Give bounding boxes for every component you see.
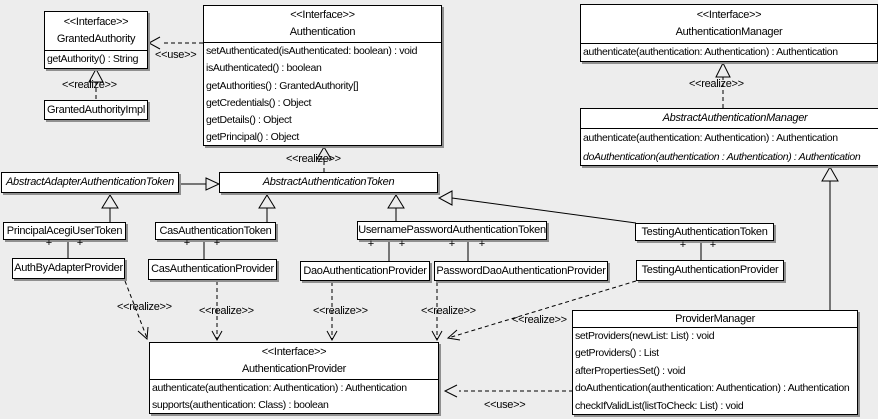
realize-arrow	[88, 67, 104, 83]
stereotype-label: <<Interface>>	[696, 9, 762, 21]
method-row: setAuthenticated(isAuthenticated: boolea…	[206, 45, 418, 57]
class-box-principal-acegi-user-token: PrincipalAcegiUserToken	[3, 222, 126, 240]
realize-line	[447, 280, 637, 339]
association-end-label: +	[448, 238, 456, 250]
class-name: Authentication	[289, 26, 356, 38]
class-box-testing-authentication-provider: TestingAuthenticationProvider	[636, 260, 784, 281]
realize-label: <<realize>>	[421, 305, 476, 317]
use-arrow	[443, 384, 458, 398]
association-end-label: +	[213, 237, 221, 249]
method-row: getDetails() : Object	[206, 114, 292, 127]
method-row: checkIfValidList(listToCheck: List) : vo…	[575, 399, 744, 412]
method-row: doAuthentication(authentication: Authent…	[575, 382, 850, 395]
class-name: CasAuthenticationToken	[159, 224, 272, 237]
method-row: getCredentials() : Object	[206, 96, 312, 109]
class-name: ProviderManager	[675, 313, 755, 325]
stereotype-label: <<Interface>>	[63, 16, 129, 28]
method-row: getProviders() : List	[575, 347, 659, 360]
realize-label: <<realize>>	[313, 305, 368, 317]
realize-label: <<realize>>	[286, 153, 341, 165]
realize-arrow	[316, 146, 332, 160]
association-end-label: +	[367, 238, 375, 250]
method-row: getAuthority() : String	[47, 53, 139, 65]
realize-label: <<realize>>	[199, 305, 254, 317]
method-row: getPrincipal() : Object	[206, 131, 299, 144]
realize-arrow	[137, 326, 149, 341]
class-name: AbstractAdapterAuthenticationToken	[6, 176, 174, 188]
method-row: isAuthenticated() : boolean	[206, 62, 322, 75]
class-box-abstract-authentication-token: AbstractAuthenticationToken	[219, 172, 438, 193]
class-box-granted-authority-impl: GrantedAuthorityImpl	[44, 100, 148, 120]
class-box-cas-authentication-provider: CasAuthenticationProvider	[148, 259, 277, 280]
method-row: authenticate(authentication: Authenticat…	[583, 132, 838, 144]
method-row: getAuthorities() : GrantedAuthority[]	[206, 79, 359, 92]
method-row: doAuthentication(authentication : Authen…	[583, 150, 861, 163]
association-end-label: +	[679, 239, 687, 251]
association-end-label: +	[45, 237, 53, 249]
realize-label: <<realize>>	[62, 79, 117, 91]
method-row: setProviders(newList: List) : void	[575, 330, 715, 342]
class-box-abstract-adapter-authentication-token: AbstractAdapterAuthenticationToken	[1, 172, 179, 193]
class-name: CasAuthenticationProvider	[151, 263, 274, 275]
use-label: <<use>>	[155, 49, 197, 61]
generalization-line	[451, 197, 637, 224]
stereotype-label: <<Interface>>	[290, 9, 355, 21]
realize-arrow	[211, 330, 223, 342]
class-box-testing-authentication-token: TestingAuthenticationToken	[635, 223, 774, 241]
generalization-arrow	[387, 194, 405, 209]
class-name: DaoAuthenticationProvider	[303, 264, 427, 277]
association-end-label: +	[76, 237, 84, 249]
class-name: UsernamePasswordAuthenticationToken	[358, 224, 546, 236]
method-row: afterPropertiesSet() : void	[575, 364, 686, 377]
use-label: <<use>>	[484, 399, 526, 411]
class-box-authentication: <<Interface>> Authentication setAuthenti…	[203, 5, 442, 146]
method-row: supports(authentication: Class) : boolea…	[152, 399, 329, 411]
class-name: GrantedAuthorityImpl	[47, 103, 145, 116]
realize-arrow	[326, 330, 338, 342]
class-box-auth-by-adapter-provider: AuthByAdapterProvider	[12, 258, 125, 279]
class-name: TestingAuthenticationProvider	[641, 264, 779, 276]
generalization-arrow	[101, 194, 119, 209]
realize-label: <<realize>>	[512, 314, 567, 326]
class-name: AbstractAuthenticationManager	[662, 112, 808, 124]
class-box-granted-authority: <<Interface>> GrantedAuthority getAuthor…	[44, 11, 148, 69]
use-arrow	[147, 36, 161, 50]
stereotype-label: <<Interface>>	[261, 346, 327, 358]
class-name: AbstractAuthenticationToken	[262, 176, 395, 188]
class-name: AuthByAdapterProvider	[14, 262, 123, 274]
realize-arrow	[431, 330, 443, 342]
realize-label: <<realize>>	[689, 78, 744, 90]
realize-arrow	[446, 329, 461, 341]
class-name: GrantedAuthority	[56, 33, 136, 45]
association-end-label: +	[398, 238, 406, 250]
generalization-arrow	[258, 194, 276, 209]
realize-label: <<realize>>	[117, 301, 172, 313]
association-end-label: +	[183, 237, 191, 249]
class-box-cas-authentication-token: CasAuthenticationToken	[155, 222, 276, 240]
realize-line	[124, 280, 148, 339]
class-box-username-password-authentication-token: UsernamePasswordAuthenticationToken	[357, 221, 547, 240]
association-end-label: +	[478, 238, 486, 250]
class-name: PasswordDaoAuthenticationProvider	[436, 264, 606, 277]
class-box-authentication-manager: <<Interface>> AuthenticationManager auth…	[580, 4, 878, 62]
class-name: PrincipalAcegiUserToken	[6, 224, 123, 237]
class-box-authentication-provider: <<Interface>> AuthenticationProvider aut…	[149, 342, 439, 414]
generalization-arrow	[437, 190, 453, 206]
class-name: TestingAuthenticationToken	[641, 225, 768, 238]
class-name: AuthenticationProvider	[241, 363, 347, 375]
generalization-arrow	[821, 165, 839, 182]
class-box-dao-authentication-provider: DaoAuthenticationProvider	[300, 261, 430, 281]
class-name: AuthenticationManager	[675, 26, 783, 38]
class-box-password-dao-authentication-provider: PasswordDaoAuthenticationProvider	[434, 261, 608, 281]
generalization-arrow	[205, 177, 221, 191]
class-box-abstract-authentication-manager: AbstractAuthenticationManager authentica…	[580, 108, 878, 166]
method-row: authenticate(authentication: Authenticat…	[583, 46, 838, 58]
realize-arrow	[715, 61, 731, 78]
class-box-provider-manager: ProviderManager setProviders(newList: Li…	[572, 310, 858, 415]
method-row: authenticate(authentication: Authenticat…	[152, 382, 407, 394]
association-end-label: +	[709, 239, 717, 251]
